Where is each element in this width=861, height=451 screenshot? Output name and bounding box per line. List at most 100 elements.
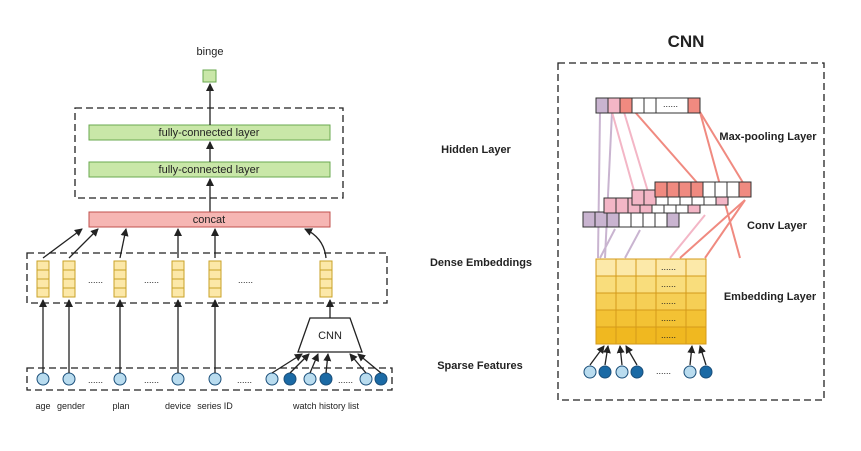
sparse-node-dark (283, 372, 297, 386)
sparse-ellipsis-3: ...... (237, 375, 252, 385)
sparse-node-dark (374, 372, 388, 386)
embedding-grid: .............................. (595, 258, 707, 345)
cnn-sparse-nodes (583, 345, 713, 379)
cnn-block (297, 317, 363, 353)
maxpool-cell (619, 97, 633, 114)
cnn-sparse-node-light (683, 365, 697, 379)
concat-layer (88, 211, 331, 228)
arrow-history-1 (271, 353, 303, 374)
dense-embeddings-box (26, 252, 388, 304)
cnn-sparse-node-light (615, 365, 629, 379)
arrow-history-4 (323, 353, 332, 374)
maxpool-cell (595, 97, 609, 114)
conv-layer-label: Conv Layer (747, 220, 808, 232)
maxpool-cell (631, 97, 645, 114)
cnn-connection-line (624, 229, 641, 259)
embedding-grid-cell (685, 275, 707, 294)
embedding-cell (171, 278, 185, 289)
conv-cell (666, 181, 680, 198)
sparse-node-light (113, 372, 127, 386)
embedding-grid-cell (615, 292, 637, 311)
embedding-grid-cell (595, 258, 617, 277)
embedding-grid-cell (615, 326, 637, 345)
cnn-sparse-arrow (616, 345, 625, 366)
sparse-node-dark (319, 372, 333, 386)
cnn-connection-line (669, 214, 706, 259)
conv-cell (643, 189, 657, 206)
conv-cell (615, 197, 629, 214)
embedding-grid-cell (685, 292, 707, 311)
embedding-grid-cell (685, 309, 707, 328)
sparse-node-light (36, 372, 50, 386)
embedding-cell (36, 260, 50, 271)
embedding-grid-cell (635, 292, 657, 311)
embedding-cell (113, 278, 127, 289)
embedding-cell (36, 269, 50, 280)
sparse-node-light (265, 372, 279, 386)
cnn-sparse-arrow (698, 345, 707, 366)
embedding-grid-cell (685, 258, 707, 277)
embedding-grid-cell (595, 309, 617, 328)
embedding-cell (319, 278, 333, 289)
embedding-cell (319, 287, 333, 298)
sparse-node-light (171, 372, 185, 386)
maxpool-cell (607, 97, 621, 114)
embed-ellipsis-1: ...... (88, 275, 103, 285)
sparse-node-light (62, 372, 76, 386)
sparse-ellipsis-1: ...... (88, 375, 103, 385)
max-pooling-label: Max-pooling Layer (719, 131, 817, 143)
feature-label-plan: plan (112, 401, 129, 411)
output-label: binge (197, 46, 224, 58)
embedding-grid-cell (635, 326, 657, 345)
embedding-cell (171, 269, 185, 280)
arrow-embed-plan (119, 228, 129, 259)
conv-cell (726, 181, 740, 198)
embedding-cell (208, 269, 222, 280)
maxpool-cell (643, 97, 657, 114)
embedding-cell (171, 287, 185, 298)
cnn-connection-line (604, 111, 613, 259)
conv-cell (714, 181, 728, 198)
cnn-connection-line (634, 111, 701, 187)
arrow-embed-age (42, 228, 83, 259)
sparse-node-light (208, 372, 222, 386)
cnn-sparse-arrow (589, 345, 605, 366)
embedding-grid-cell (635, 258, 657, 277)
embedding-cell (36, 287, 50, 298)
sparse-ellipsis-2: ...... (144, 375, 159, 385)
sparse-features-box (26, 367, 393, 391)
conv-cell (630, 211, 644, 228)
arrow-history-3 (309, 353, 319, 374)
embedding-columns (36, 260, 333, 298)
embedding-cell (62, 278, 76, 289)
embedding-cell (113, 260, 127, 271)
cnn-connection-line (704, 199, 746, 259)
concat-label: concat (193, 214, 225, 226)
sparse-feature-nodes (36, 372, 388, 386)
cnn-block-label: CNN (318, 330, 342, 342)
conv-layers (582, 181, 752, 228)
feature-label-series-id: series ID (197, 401, 233, 411)
dense-embeddings-label: Dense Embeddings (430, 257, 532, 269)
cnn-sparse-ellipsis: ...... (656, 366, 671, 376)
cnn-sparse-arrow (687, 345, 696, 366)
feature-label-watch-history: watch history list (292, 401, 360, 411)
embedding-layer-label: Embedding Layer (724, 291, 817, 303)
conv-cell (618, 211, 632, 228)
conv-cell (738, 181, 752, 198)
embedding-grid-ellipsis: ...... (661, 279, 676, 289)
conv-cell (594, 211, 608, 228)
sparse-ellipsis-4: ...... (338, 375, 353, 385)
embedding-grid-ellipsis: ...... (661, 330, 676, 340)
conv-cell (582, 211, 596, 228)
embedding-cell (208, 287, 222, 298)
hidden-layer-box (74, 107, 344, 199)
cnn-connection-line (599, 228, 616, 259)
cnn-sparse-arrow (625, 345, 638, 366)
conv-cell (654, 211, 668, 228)
cnn-connection-line (597, 111, 601, 259)
embedding-grid-cell (615, 275, 637, 294)
arrow-embed-gender (68, 228, 99, 259)
max-pooling-row (595, 97, 701, 114)
